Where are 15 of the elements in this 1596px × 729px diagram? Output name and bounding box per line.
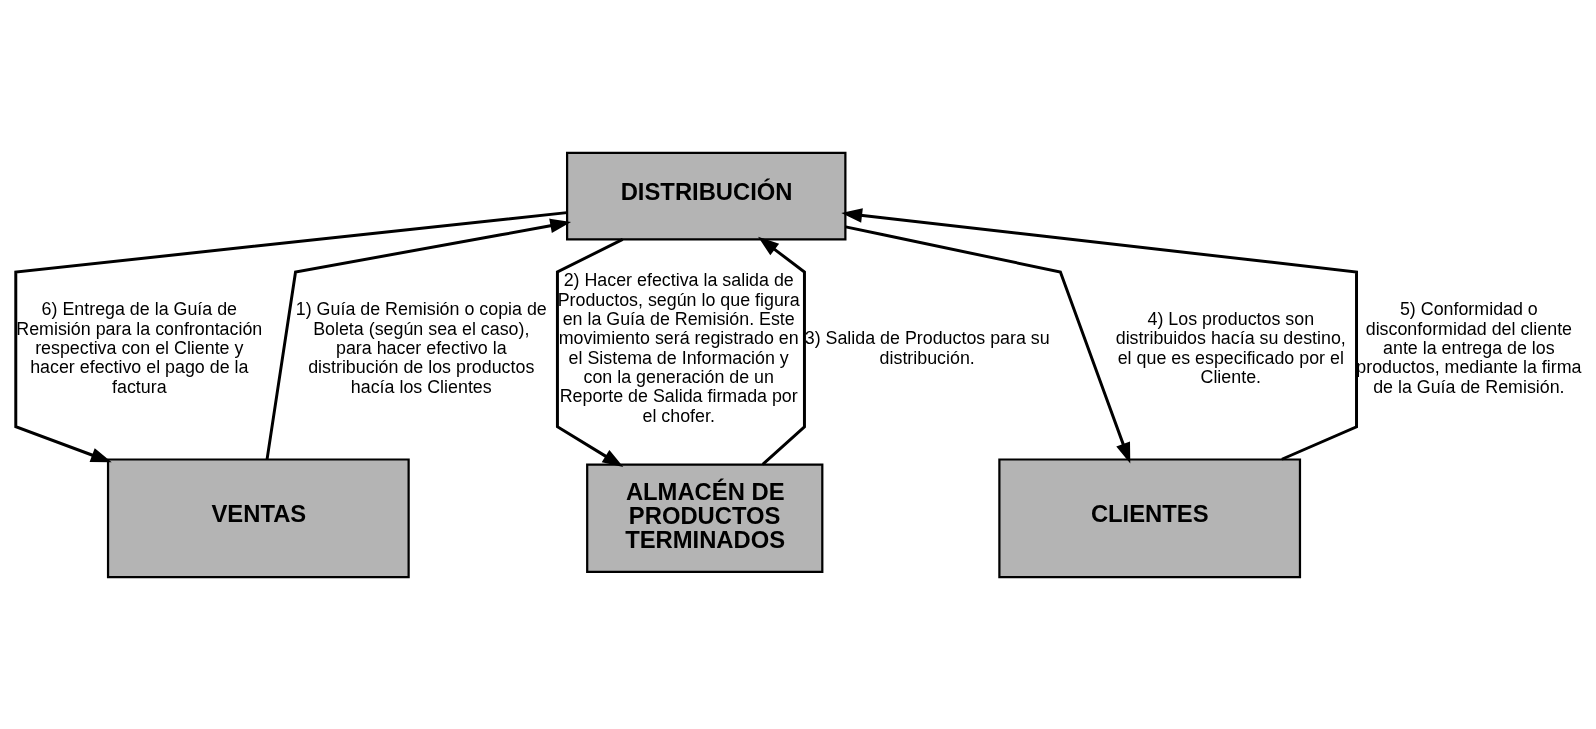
arrow: [840, 207, 1358, 461]
arrow: [555, 237, 623, 467]
node-box: ALMACÉN DE PRODUCTOS TERMINADOS: [585, 463, 823, 573]
edge-label: 2) Hacer efectiva la salida de Productos, según lo que figura en la Guía de Remisión. Este movimiento será registrado en el Sistema de Información y con la generación de un Reporte de Salida firmada por el chofer.: [557, 269, 800, 426]
node-box: VENTAS: [106, 457, 410, 578]
edge-label: 5) Conformidad o disconformidad del cliente ante la entrega de los productos, mediante la firma de la Guía de Remisión.: [1355, 298, 1581, 397]
node-box: DISTRIBUCIÓN: [565, 151, 846, 240]
edge-label: 1) Guía de Remisión o copia de Boleta (según sea el caso), para hacer efectivo la distribución de los productos hacía los Clientes: [295, 298, 547, 397]
edge-label: 6) Entrega de la Guía de Remisión para la confrontación respectiva con el Cliente y hacer efectivo el pago de la factura: [15, 298, 262, 397]
node-box: CLIENTES: [997, 457, 1301, 578]
arrow: [13, 210, 567, 462]
edge-label: 4) Los productos son distribuidos hacía su destino, el que es especificado por el Cliente.: [1115, 308, 1346, 387]
arrow: [265, 218, 571, 460]
arrow: [844, 224, 1130, 464]
arrow: [757, 236, 806, 466]
